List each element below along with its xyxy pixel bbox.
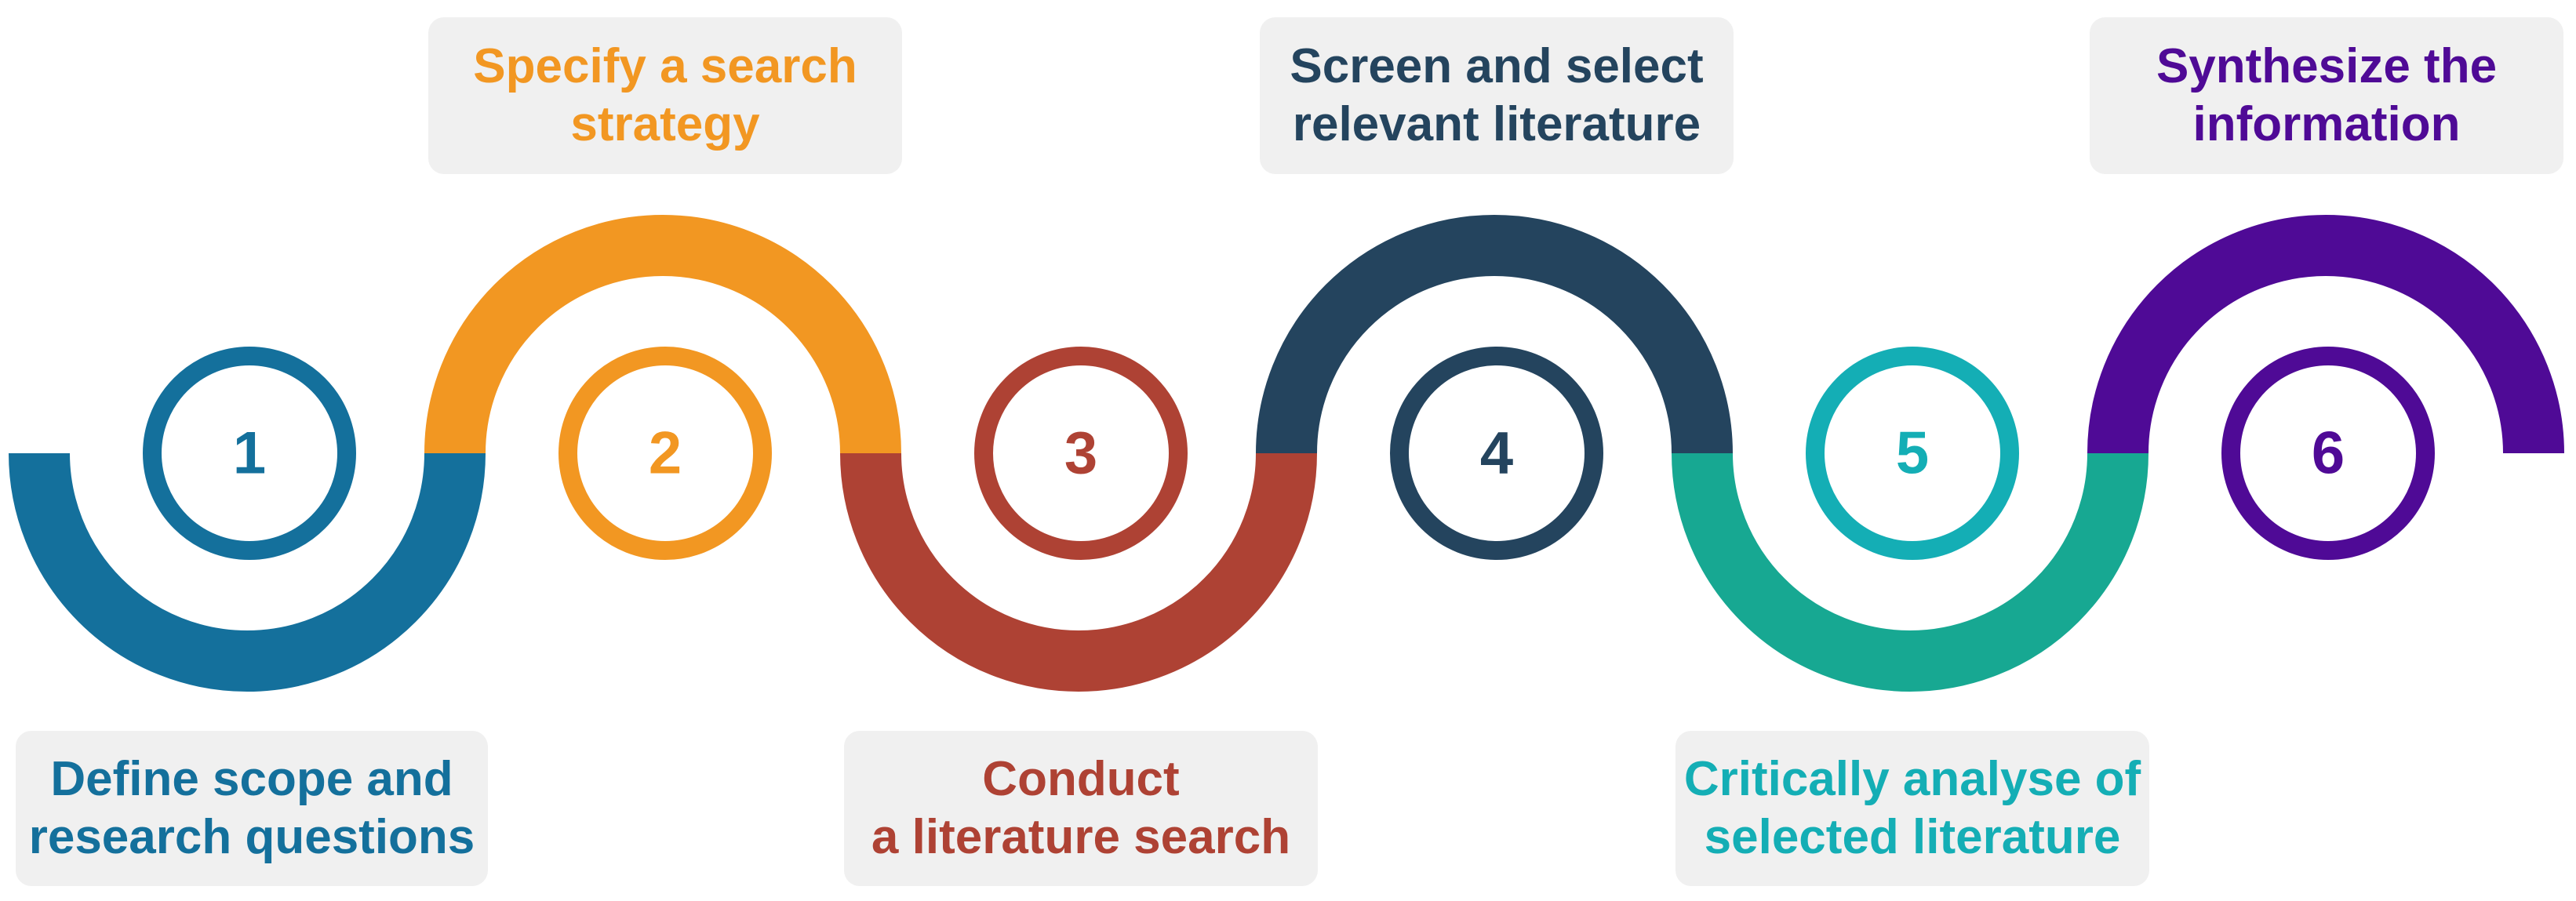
step-1-marker: 1 [143, 347, 356, 560]
step-3-marker: 3 [974, 347, 1188, 560]
step-3-label-line2: a literature search [871, 810, 1291, 864]
step-3-label: Conduct a literature search [844, 731, 1318, 886]
arc-step-6 [2087, 215, 2564, 454]
step-1-label-line1: Define scope and [50, 752, 453, 806]
step-2-label-line2: strategy [570, 97, 760, 151]
step-1-label-line2: research questions [28, 810, 475, 864]
step-4-label: Screen and select relevant literature [1260, 17, 1734, 174]
step-6-label: Synthesize the information [2090, 17, 2563, 174]
step-2-number: 2 [649, 420, 682, 487]
arc-step-1 [9, 452, 486, 692]
step-2-marker: 2 [558, 347, 772, 560]
step-2-label-line1: Specify a search [473, 39, 857, 93]
step-3-label-line1: Conduct [982, 752, 1180, 806]
step-6-ring [2221, 347, 2435, 560]
arc-step-3 [840, 452, 1317, 692]
step-4-marker: 4 [1390, 347, 1603, 560]
step-5-label-line2: selected literature [1704, 810, 2121, 864]
step-1-label: Define scope and research questions [16, 731, 488, 886]
step-3-ring [974, 347, 1188, 560]
step-2-ring [558, 347, 772, 560]
step-5-number: 5 [1896, 420, 1929, 487]
step-5-marker: 5 [1806, 347, 2019, 560]
step-6-number: 6 [2312, 420, 2345, 487]
arc-step-4 [1256, 215, 1733, 454]
step-4-label-line2: relevant literature [1292, 97, 1701, 151]
step-6-label-line1: Synthesize the [2156, 39, 2498, 93]
step-4-ring [1390, 347, 1603, 560]
step-6-marker: 6 [2221, 347, 2435, 560]
step-1-number: 1 [233, 420, 266, 487]
step-1-ring [143, 347, 356, 560]
step-4-number: 4 [1480, 420, 1513, 487]
arc-step-5 [1672, 452, 2148, 692]
step-5-ring [1806, 347, 2019, 560]
step-5-label-line1: Critically analyse of [1683, 752, 2141, 806]
step-3-number: 3 [1064, 420, 1097, 487]
step-5-label: Critically analyse of selected literatur… [1675, 731, 2149, 886]
step-2-label: Specify a search strategy [428, 17, 902, 174]
step-4-label-line1: Screen and select [1290, 39, 1704, 93]
step-6-label-line2: information [2192, 97, 2461, 151]
arc-step-2 [424, 215, 901, 454]
